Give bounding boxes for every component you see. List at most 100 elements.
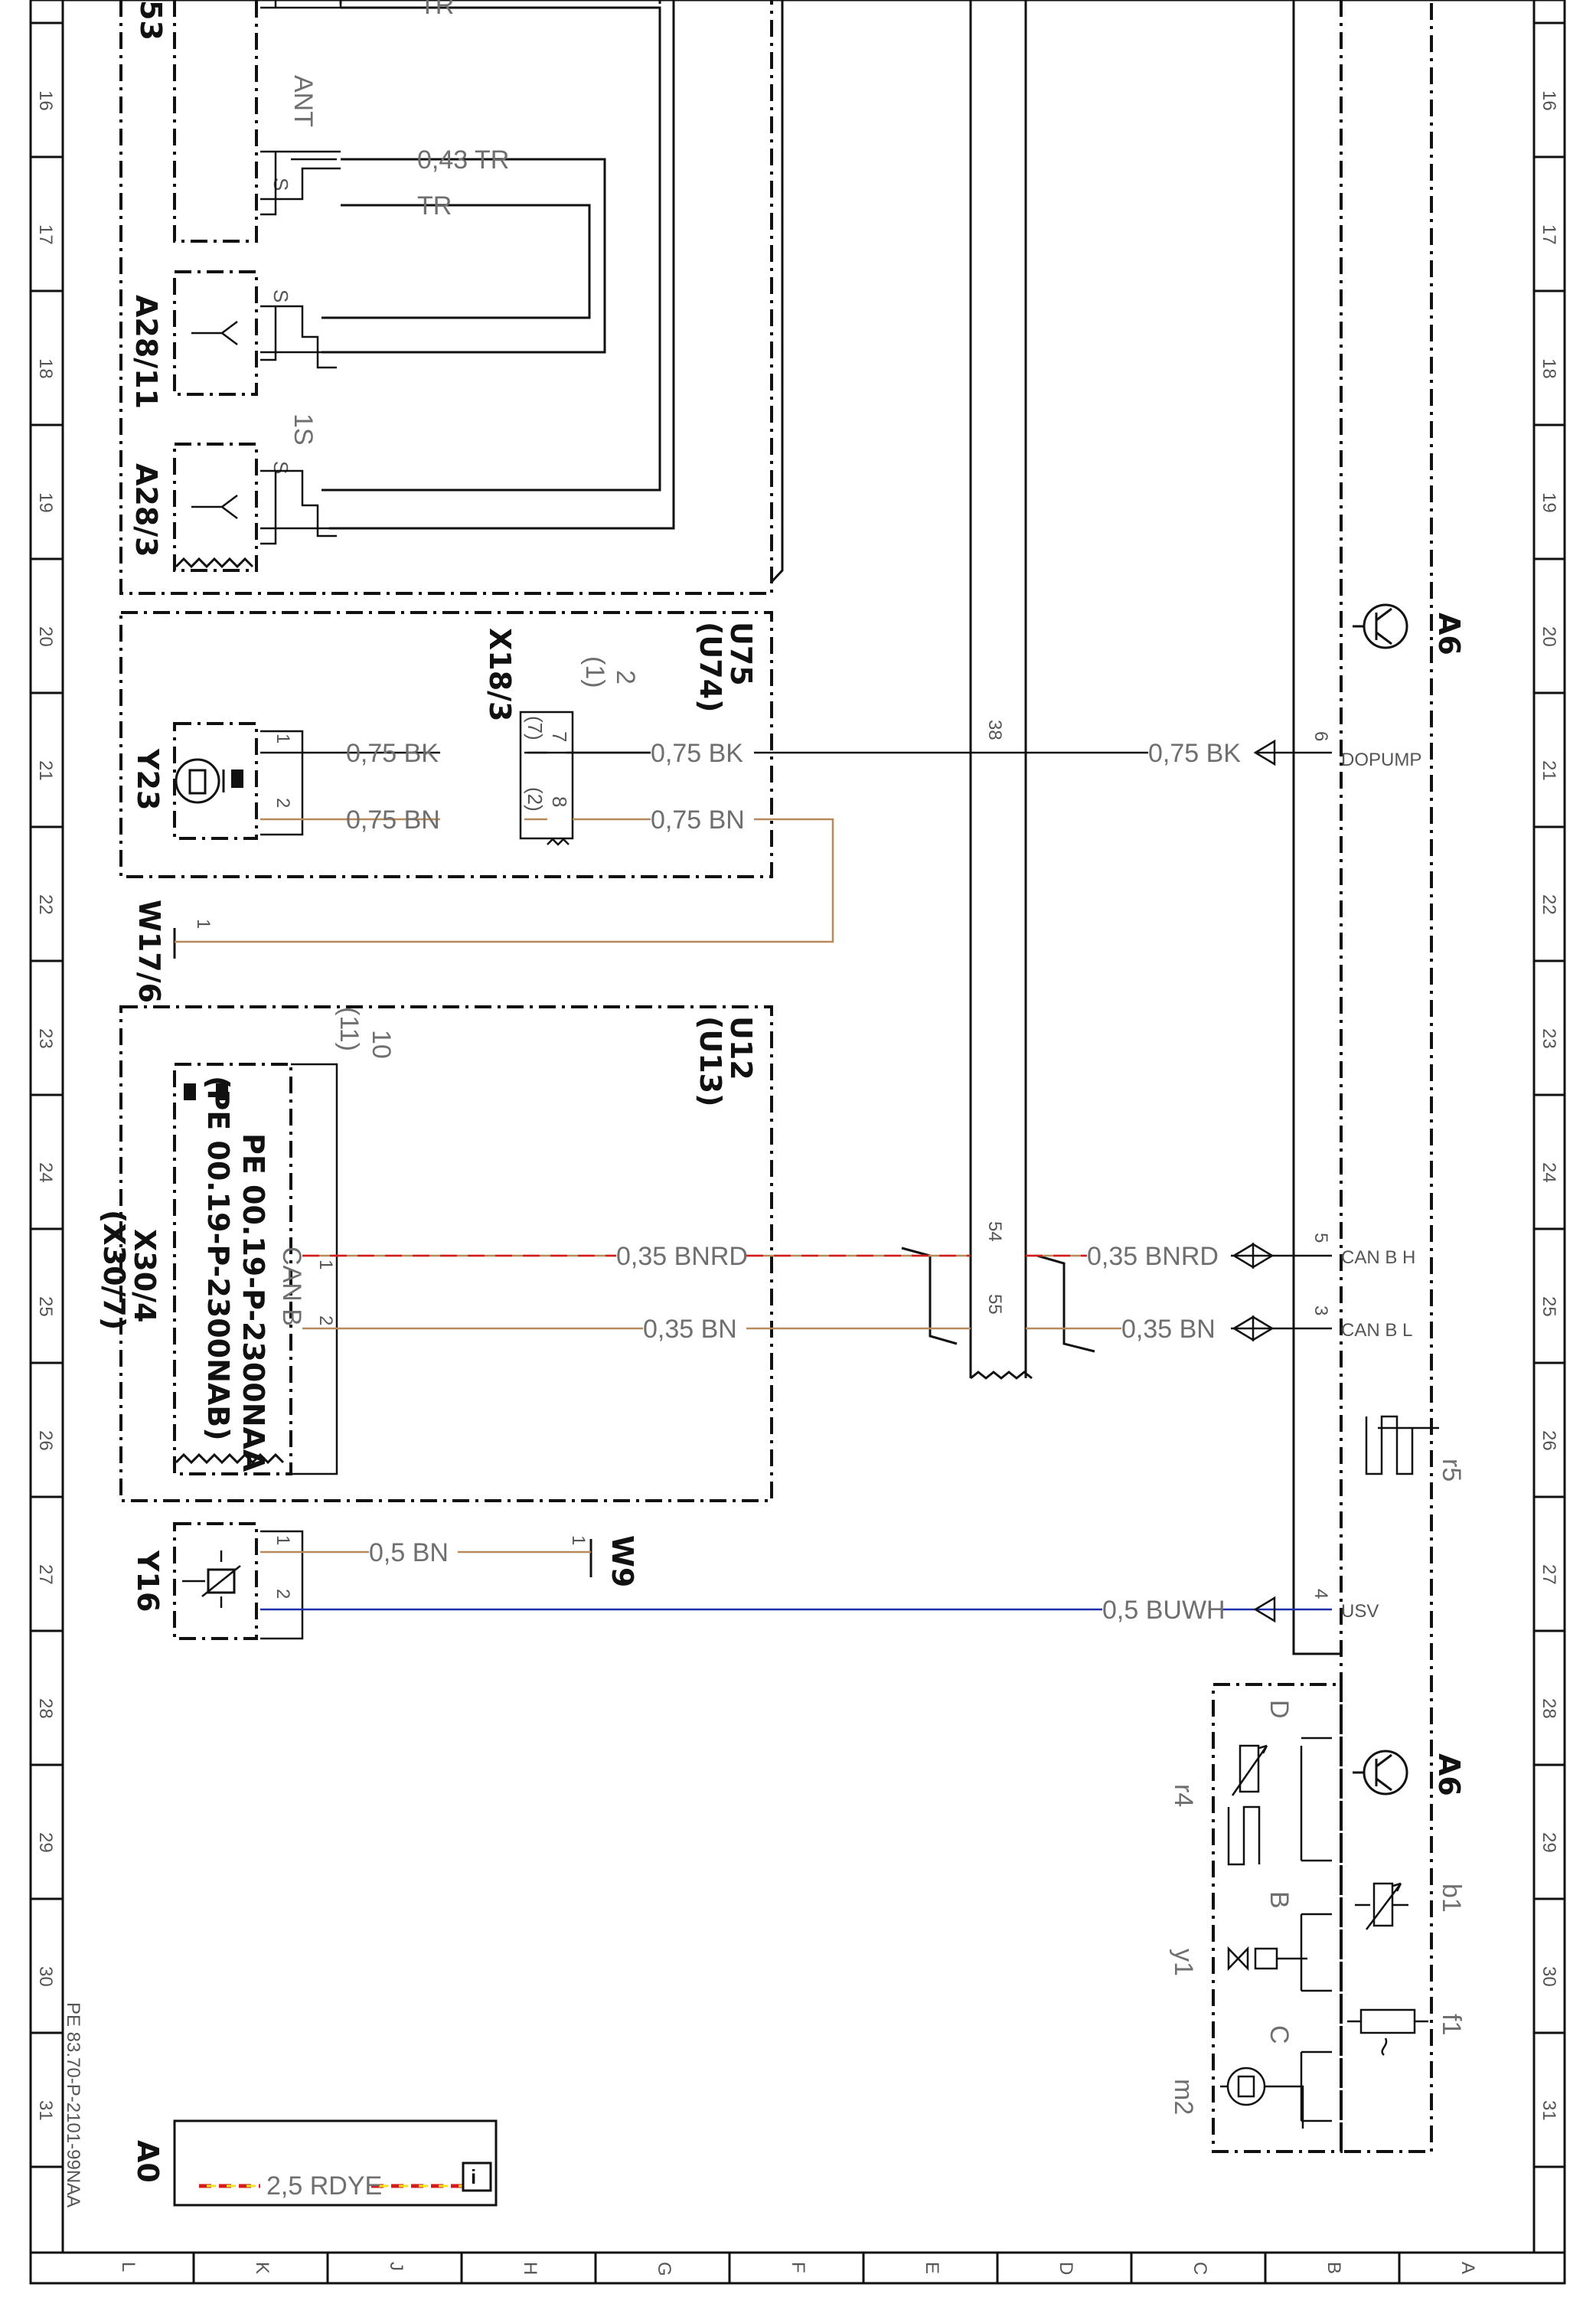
component-label-a28-11: A28/11 <box>129 295 163 409</box>
valve-icon <box>1227 1946 1307 1972</box>
label-f1: f1 <box>1437 2014 1466 2035</box>
pin-label: (2) <box>524 787 547 812</box>
row-label: 30 <box>1539 1966 1559 1987</box>
fuse-icon <box>1347 2008 1428 2056</box>
component-label-x30-4: X30/4 <box>128 1229 162 1323</box>
antenna-coax-wires <box>260 0 342 545</box>
info-box: 2,5 RDYE i A0 <box>131 2119 498 2207</box>
wire-label-buwh: 0,5 BUWH <box>1102 1596 1226 1625</box>
pin-label: 5 <box>1310 1233 1331 1243</box>
component-label-y23: Y23 <box>131 748 165 810</box>
row-label: 23 <box>35 1028 56 1049</box>
pin-label: 54 <box>984 1221 1005 1242</box>
wire-label-043-tr: 0,43 TR <box>417 145 509 175</box>
row-label: 24 <box>35 1162 56 1183</box>
partial-break-icon <box>175 557 254 569</box>
label-y1: y1 <box>1169 1949 1198 1976</box>
shielded-coax-run <box>321 0 675 530</box>
row-label: 17 <box>1539 224 1559 245</box>
antenna-box-top <box>173 0 258 243</box>
component-label-w17-6: W17/6 <box>132 900 166 1003</box>
signal-usv: USV <box>1341 1601 1379 1622</box>
wire-label-bnrd: 0,35 BNRD <box>1087 1242 1219 1271</box>
column-label: D <box>1056 2262 1076 2275</box>
row-label: 31 <box>1539 2100 1559 2121</box>
thermistor-icon <box>1227 1744 1303 1866</box>
y16-valve: Y16 1 2 <box>131 1522 304 1640</box>
pin-label: 55 <box>984 1294 1005 1315</box>
u12-box: U12 (U13) 10 (11) PE 00.19-P-2300NAA (PE… <box>97 1005 773 1502</box>
reference-pe-nAA: PE 00.19-P-2300NAA <box>237 1133 270 1472</box>
box-label-u12: U12 <box>724 1016 758 1080</box>
antenna-box-a28-3 <box>173 443 258 572</box>
row-label: 24 <box>1539 1162 1559 1183</box>
column-label: H <box>520 2262 540 2275</box>
pin-label: (11) <box>335 1007 364 1051</box>
transistor-icon <box>1353 1750 1408 1795</box>
pin-label-ant: ANT <box>289 75 318 127</box>
pin-label: 1 <box>568 1535 589 1545</box>
reference-pe-nAB: (PE 00.19-P-2300NAB) <box>201 1076 235 1441</box>
row-label: 28 <box>1539 1698 1559 1719</box>
x18-connector-body <box>519 711 574 840</box>
column-label: G <box>654 2262 674 2276</box>
row-label: 20 <box>1539 626 1559 647</box>
column-label: F <box>788 2262 808 2273</box>
w9-ground: W9 1 <box>568 1535 639 1587</box>
component-label-a28-3: A28/3 <box>129 463 163 557</box>
label-C: C <box>1265 2025 1294 2044</box>
column-label: A <box>1457 2262 1478 2274</box>
label-r4: r4 <box>1169 1784 1198 1807</box>
pin-label: 1 <box>315 1260 336 1269</box>
wire-label-bn: 0,35 BN <box>1121 1315 1216 1344</box>
box-label-u74: (U74) <box>694 622 727 712</box>
component-label-y16: Y16 <box>131 1550 165 1612</box>
component-label-a6: A6 <box>1432 613 1466 655</box>
signal-dopump: DOPUMP <box>1341 750 1421 770</box>
antenna-icon <box>191 321 238 519</box>
top-control-box: 53 A28/11 A28/3 ANT S S S 1S <box>119 0 784 595</box>
column-grid <box>192 2253 1401 2283</box>
row-labels-left: 16 17 18 19 20 21 22 23 24 25 26 27 28 2… <box>35 90 56 2121</box>
component-label-w9: W9 <box>605 1535 639 1587</box>
wire-label-bn: 0,5 BN <box>369 1538 449 1567</box>
row-label: 16 <box>1539 90 1559 111</box>
row-label: 18 <box>1539 358 1559 379</box>
pin-label: 2 <box>315 1315 336 1325</box>
row-label: 22 <box>35 894 56 915</box>
pin-label-1s: 1S <box>289 413 318 446</box>
wire-bk-dopump <box>260 739 1332 766</box>
sub-unit-wiring <box>1300 1737 1332 2122</box>
drawing-frame <box>29 0 1566 2285</box>
wire-bn-can-l <box>302 1315 1332 1342</box>
column-label: L <box>118 2262 139 2272</box>
signal-can-b-l: CAN B L <box>1341 1320 1412 1341</box>
a6-sub-unit: A6 D B C r4 y1 m2 b1 f1 <box>1169 1683 1466 2153</box>
pin-label: 10 <box>367 1030 396 1059</box>
column-labels: L K J H G F E D C B A <box>118 2262 1478 2276</box>
pin-label: 2 <box>273 1589 293 1599</box>
row-label: 25 <box>1539 1296 1559 1317</box>
pin-label-s: S <box>269 461 292 474</box>
w17-6-ground: W17/6 1 <box>132 900 214 1003</box>
u75-box: U75 (U74) Y23 1 2 X18/3 2 (1) 7 (7) (2) … <box>119 611 773 878</box>
pump-indicator <box>231 769 243 788</box>
row-label: 25 <box>35 1296 56 1317</box>
wire-buwh-usv <box>260 1596 1332 1623</box>
pin-label: 1 <box>273 1535 293 1545</box>
harness-trunk <box>901 0 1095 1380</box>
row-label: 20 <box>35 626 56 647</box>
label-r5: r5 <box>1437 1459 1466 1482</box>
component-label-x30-7: (X30/7) <box>97 1210 131 1330</box>
svg-text:i: i <box>471 2165 476 2188</box>
label-b1: b1 <box>1437 1884 1466 1913</box>
row-label: 29 <box>1539 1832 1559 1853</box>
row-label: 27 <box>1539 1564 1559 1585</box>
row-label: 29 <box>35 1832 56 1853</box>
row-labels-right: 16 17 18 19 20 21 22 23 24 25 26 27 28 2… <box>1539 90 1559 2121</box>
wire-label-tr: TR <box>417 191 452 221</box>
column-label: J <box>386 2262 406 2271</box>
row-label: 17 <box>35 224 56 245</box>
heater-icon <box>1365 1415 1439 1475</box>
pin-label: 4 <box>1310 1589 1331 1599</box>
